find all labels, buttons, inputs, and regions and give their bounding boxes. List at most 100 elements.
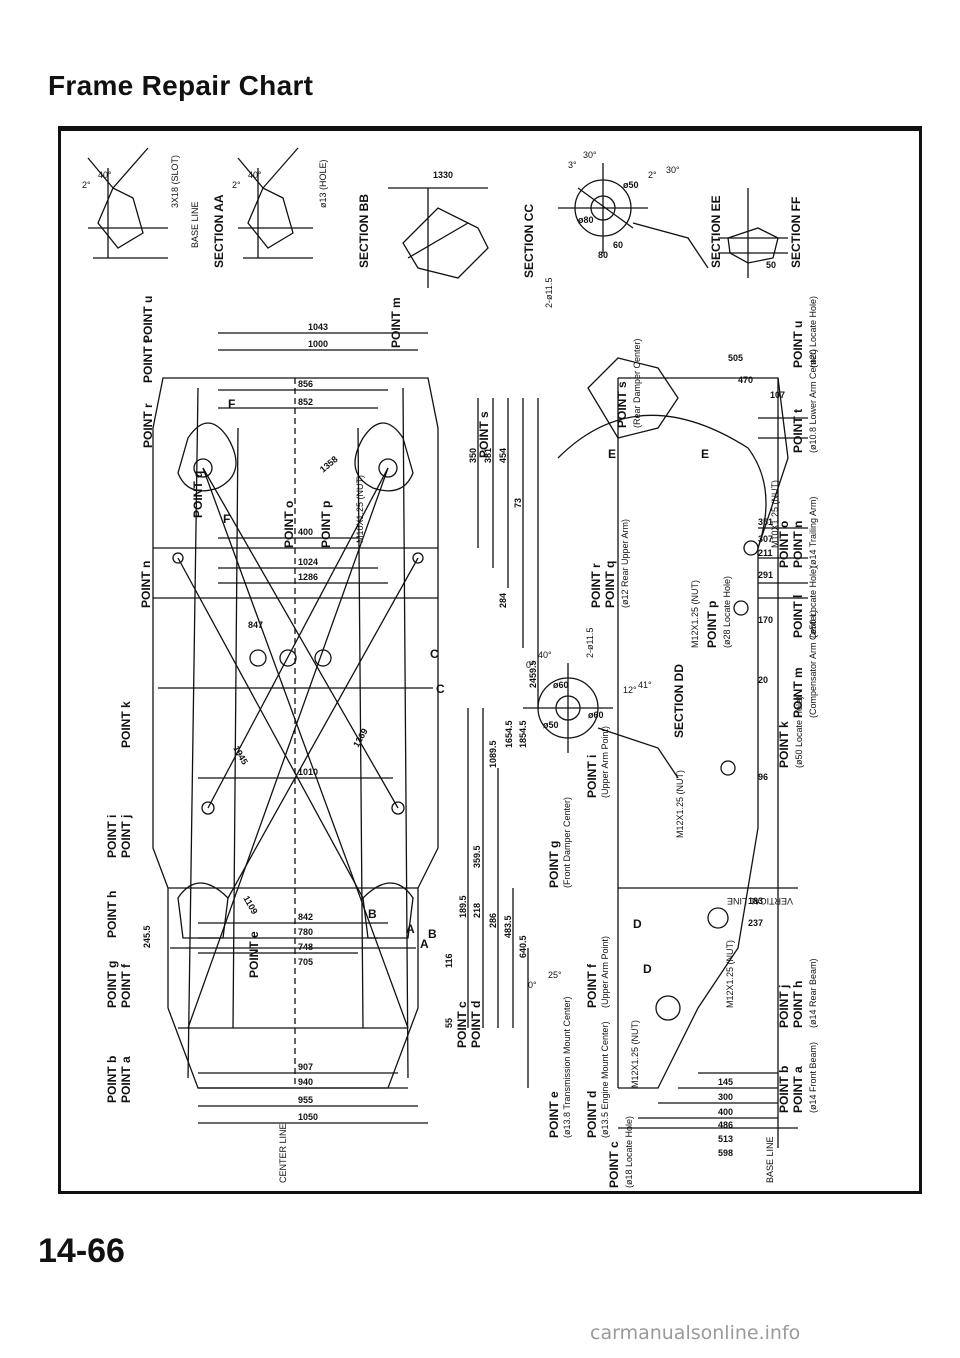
side-dim: ø60 [588,710,604,720]
point-label-right: POINT f [585,963,599,1008]
center-line-label: CENTER LINE [278,1123,288,1183]
point-label-left: POINT k [119,701,133,748]
fastener-note: M12X1.25 (NUT) [690,580,700,648]
section-ff-sketch [718,188,788,278]
side-dim: 96 [758,772,768,782]
point-label-right: POINT l [791,595,805,638]
plan-dim-v: 454 [498,448,508,463]
plan-dim-v: 483.5 [503,915,513,938]
side-dim: 291 [758,570,773,580]
plan-dim: 1043 [308,322,328,332]
point-note-right: (ø28 Locate Hole) [722,576,732,648]
section-aa-label: SECTION AA [212,194,226,268]
side-dim: 513 [718,1134,733,1144]
plan-dim: 1024 [298,557,318,567]
point-label-right: POINT r [589,563,603,608]
side-dim: 60 [613,240,623,250]
plan-dim: 400 [298,527,313,537]
point-note-right: (Rear Damper Center) [632,338,642,428]
side-dim: ø80 [578,215,594,225]
point-label-right: POINT t [791,409,805,453]
point-note-right: (ø14 Rear Beam) [808,958,818,1028]
plan-dim-v: 1854.5 [518,720,528,748]
point-label-left: POINT m [389,297,403,348]
side-dim: 20 [758,675,768,685]
side-dim: 107 [770,390,785,400]
base-line-label: BASE LINE [765,1136,775,1183]
plan-dim-v: 640.5 [518,935,528,958]
plan-dim: 1050 [298,1112,318,1122]
point-label-right: POINT k [777,721,791,768]
side-view-frame [523,357,808,1148]
point-note-right: (ø13.8 Transmission Mount Center) [562,996,572,1138]
plan-dim-v: 73 [513,498,523,508]
point-label-right: POINT n [791,521,805,568]
plan-dim: 1000 [308,339,328,349]
section-cc-sketch [388,187,489,288]
section-marker: F [223,512,230,526]
diag-dim: 1358 [318,454,340,475]
diag-dim: 1330 [433,170,453,180]
side-dim: 505 [728,353,743,363]
angle-label: 40° [248,170,262,180]
section-marker: B [368,907,377,921]
point-note-right: (Compensator Arm Center) [808,610,818,718]
side-dim: 170 [758,615,773,625]
point-label-right: POINT s [615,381,629,428]
section-ee-label: SECTION EE [709,195,723,268]
fastener-note: M12X1.25 (NUT) [725,940,735,1008]
point-label-left: POINT f [119,963,133,1008]
plan-dim-v: 2459.5 [528,660,538,688]
plan-dim: 955 [298,1095,313,1105]
plan-dim: 1286 [298,572,318,582]
point-label-left: POINT q [191,471,205,518]
section-marker: A [420,937,429,951]
point-label-left: POINT u [141,296,155,343]
section-marker: B [428,927,437,941]
point-label-right: POINT j [777,985,791,1028]
plan-view-frame [152,332,539,1124]
plan-dim: 780 [298,927,313,937]
point-label-right: POINT o [777,521,791,568]
point-label-left: POINT i [105,815,119,858]
angle-label: 30° [666,165,680,175]
side-dim: 598 [718,1148,733,1158]
point-note-right: (ø20 Locate Hole) [808,296,818,368]
point-label-right: POINT a [791,1066,805,1113]
section-ee-sketch [558,163,709,269]
angle-label: 30° [583,150,597,160]
plan-dim-v: 350 [468,448,478,463]
fastener-note: M12X1.25 (NUT) [630,1020,640,1088]
section-marker: F [228,397,235,411]
angle-label: 40° [98,170,112,180]
diag-dim: 1945 [231,744,250,766]
side-dim: 183 [748,896,763,906]
vertical-line-label: VERTICAL LINE [727,896,793,906]
point-label-right: POINT e [547,1091,561,1138]
section-ff-label: SECTION FF [789,197,803,268]
plan-dim-v: 284 [498,593,508,608]
point-label-right: POINT b [777,1066,791,1113]
point-label-left: POINT s [477,411,491,458]
point-note-right: (Upper Arm Point) [600,936,610,1008]
side-dim: 211 [758,548,773,558]
hole-note: 2-ø11.5 [544,278,554,308]
plan-dim-v: 381 [483,448,493,463]
angle-label: 40° [538,650,552,660]
point-note-right: (ø10.8 Lower Arm Center) [808,349,818,453]
plan-dim: 847 [248,620,263,630]
page-number: 14-66 [38,1232,125,1270]
hole-note: 2-ø11.5 [585,628,595,658]
angle-label: 25° [548,970,562,980]
point-label-right: POINT m [791,667,805,718]
fastener-note: M10X1.25 (NUT) [355,475,365,543]
side-dim: 80 [598,250,608,260]
point-label-right: POINT i [585,755,599,798]
plan-dim-v: 359.5 [472,845,482,868]
point-note-right: (ø18 Locate Hole) [624,1116,634,1188]
point-label-left: POINT h [105,891,119,938]
diag-dim: 1109 [241,894,259,916]
side-dim: ø60 [553,680,569,690]
point-label-right: POINT d [585,1091,599,1138]
plan-dim-v: 245.5 [142,925,152,948]
